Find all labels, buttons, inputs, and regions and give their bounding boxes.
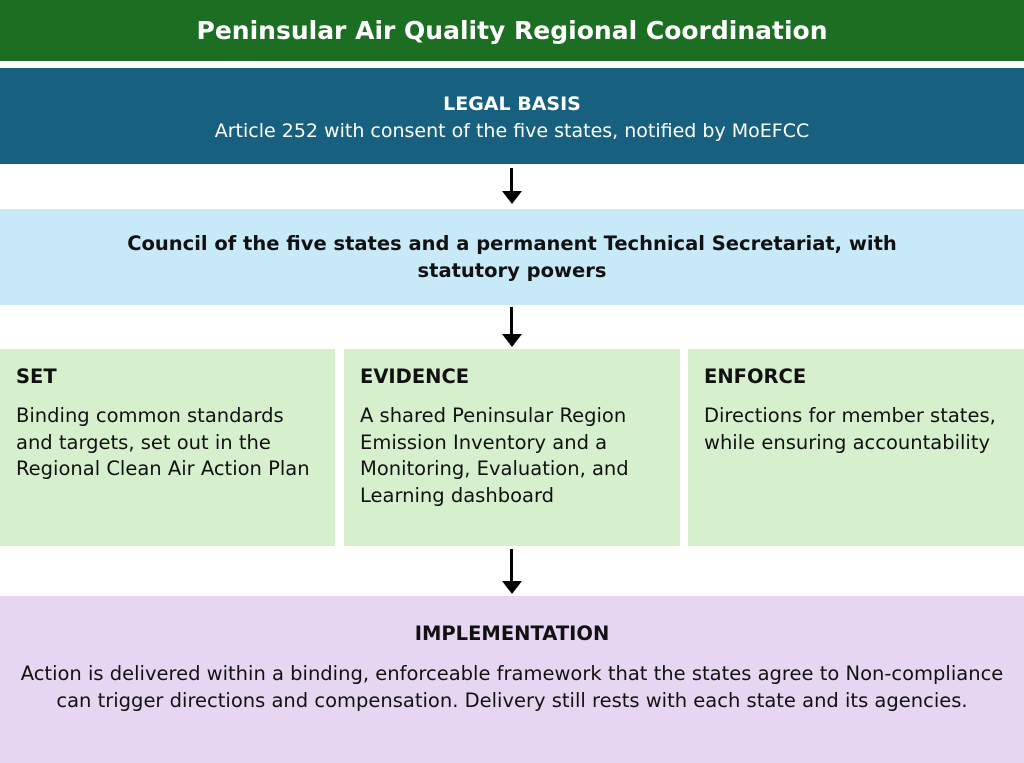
legal-basis-text: Article 252 with consent of the five sta… — [214, 120, 810, 142]
implementation-text: Action is delivered within a binding, en… — [20, 662, 1004, 712]
pillar-text: A shared Peninsular Region Emission Inve… — [360, 404, 629, 507]
pillar-evidence: EVIDENCE A shared Peninsular Region Emis… — [344, 349, 680, 546]
arrow-down-icon — [501, 307, 522, 347]
legal-basis-heading: LEGAL BASIS — [443, 93, 581, 115]
pillar-heading: SET — [16, 365, 57, 388]
pillar-enforce: ENFORCE Directions for member states, wh… — [688, 349, 1024, 546]
legal-basis-box: LEGAL BASIS Article 252 with consent of … — [0, 68, 1024, 164]
pillar-text: Directions for member states, while ensu… — [704, 404, 996, 454]
implementation-box: IMPLEMENTATION Action is delivered withi… — [0, 596, 1024, 763]
pillar-set: SET Binding common standards and targets… — [0, 349, 335, 546]
diagram-title: Peninsular Air Quality Regional Coordina… — [0, 0, 1024, 61]
arrow-down-icon — [501, 549, 522, 594]
pillar-text: Binding common standards and targets, se… — [16, 404, 310, 480]
pillar-heading: ENFORCE — [704, 365, 807, 388]
council-box: Council of the five states and a permane… — [0, 209, 1024, 305]
council-text: Council of the five states and a permane… — [127, 232, 897, 282]
pillar-heading: EVIDENCE — [360, 365, 470, 388]
implementation-heading: IMPLEMENTATION — [414, 622, 610, 645]
arrow-down-icon — [501, 168, 522, 204]
